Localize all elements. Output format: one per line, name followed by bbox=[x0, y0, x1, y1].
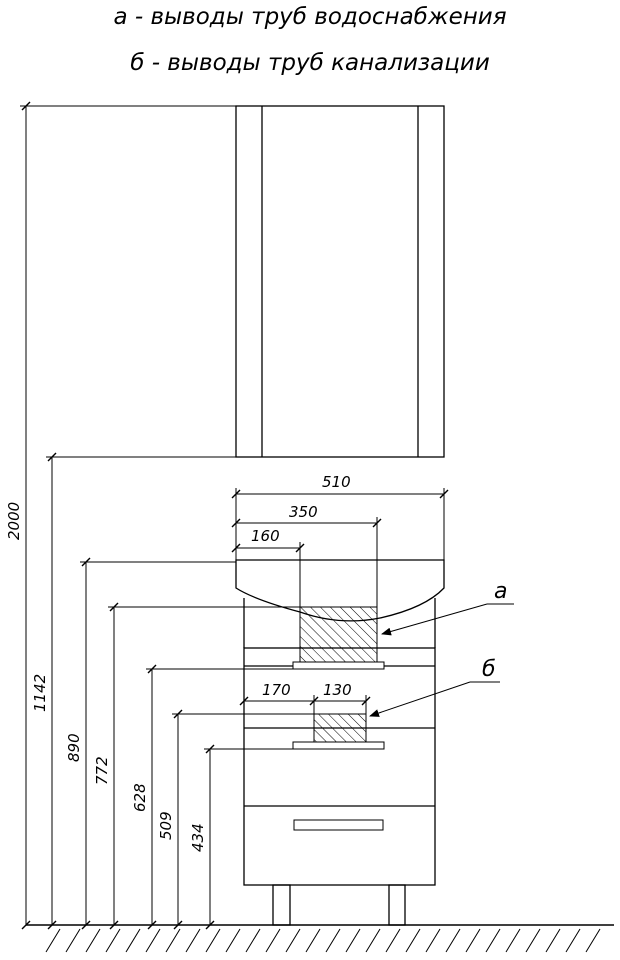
horizontal-dimensions bbox=[235, 488, 445, 714]
floor bbox=[26, 924, 614, 953]
vertical-dimension-ticks bbox=[21, 101, 215, 930]
callout-water bbox=[381, 603, 514, 636]
legend-sewage: б - выводы труб канализации bbox=[130, 50, 490, 76]
callout-drain-label: б bbox=[482, 657, 496, 682]
dim-drain-outlet: 509 bbox=[157, 811, 175, 840]
water-outlet-zone bbox=[292, 606, 385, 670]
dim-water-box-right: 350 bbox=[289, 503, 318, 521]
drain-outlet-zone bbox=[292, 713, 385, 750]
callout-water-label: а bbox=[494, 579, 507, 604]
dim-water-box-left: 160 bbox=[251, 527, 280, 545]
dim-basin-top: 890 bbox=[65, 733, 83, 762]
dim-water-outlet: 772 bbox=[93, 756, 111, 785]
dim-drain-box-bottom: 434 bbox=[189, 823, 207, 852]
callout-drain bbox=[369, 681, 500, 717]
vanity-legs bbox=[272, 884, 406, 926]
dim-cabinet-bottom: 1142 bbox=[31, 674, 49, 712]
dim-drain-offset: 170 bbox=[262, 681, 291, 699]
dim-total-height: 2000 bbox=[5, 502, 23, 540]
drawer-handle bbox=[293, 819, 384, 831]
vertical-dimensions bbox=[20, 105, 314, 925]
dim-basin-width: 510 bbox=[322, 473, 351, 491]
legend-water-supply: а - выводы труб водоснабжения bbox=[113, 4, 507, 30]
wall-cabinet bbox=[235, 105, 445, 458]
dim-drain-box-width: 130 bbox=[323, 681, 352, 699]
dim-water-box-bottom: 628 bbox=[131, 783, 149, 812]
horizontal-dimension-ticks bbox=[231, 489, 449, 706]
